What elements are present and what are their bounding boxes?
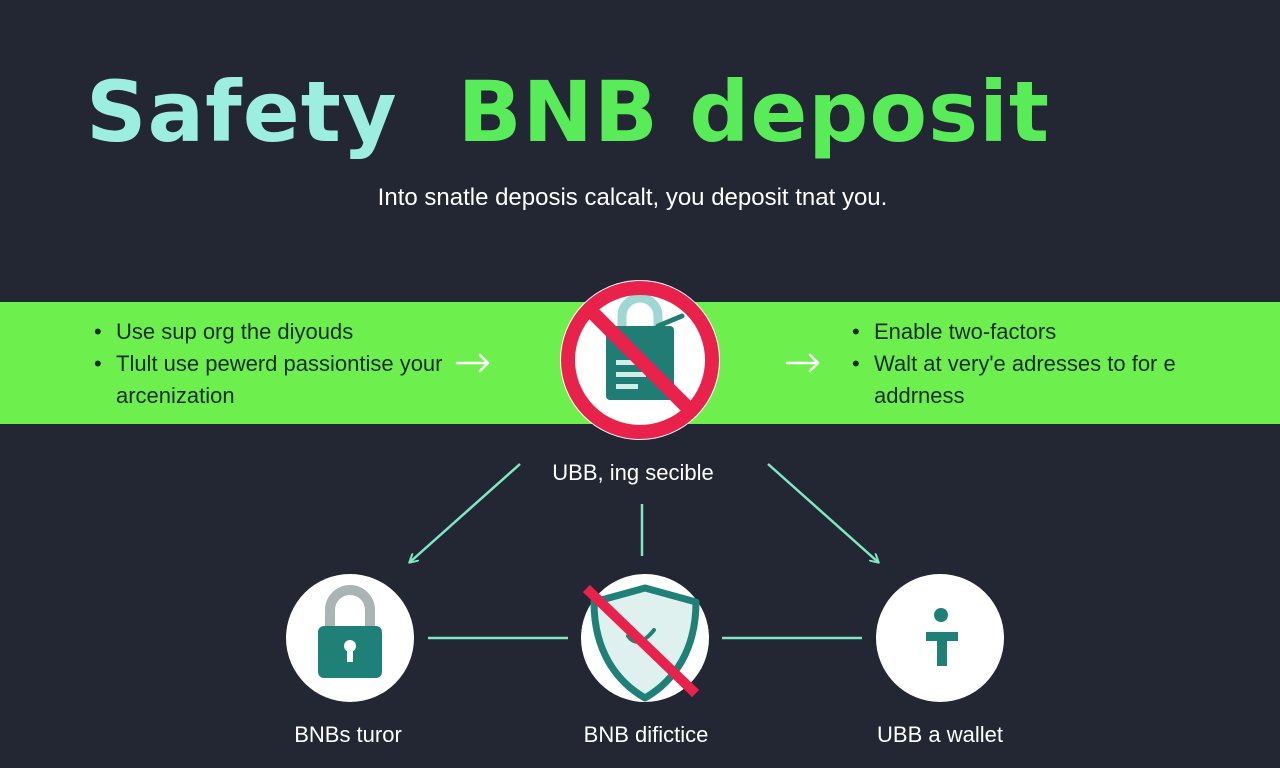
center-label: UBB, ing secible — [552, 460, 714, 485]
right-tip-item: Walt at very'e adresses to for e addrnes… — [850, 348, 1250, 412]
title-word-safety: Safety — [86, 63, 398, 161]
prohibited-lock-card-icon — [560, 280, 720, 440]
left-tip-item: Tlult use pewerd passiontise your arceni… — [92, 348, 512, 412]
right-tips-list: Enable two-factors Walt at very'e adress… — [850, 316, 1250, 412]
left-tips-list: Use sup org the diyouds Tlult use pewerd… — [92, 316, 512, 412]
arrow-right-icon — [785, 353, 820, 373]
connector-left-arrow — [410, 463, 521, 562]
arrow-right-icon — [455, 353, 490, 373]
node-label-bnb-difictice: BNB difictice — [583, 722, 709, 747]
subtitle: Into snatle deposis calcalt, you deposit… — [377, 184, 888, 211]
node-label-bnbs-turor: BNBs turor — [294, 722, 402, 747]
page-title: Safety BNB deposit — [86, 62, 1050, 163]
padlock-icon — [286, 574, 414, 702]
prohibited-shield-icon — [581, 574, 709, 702]
connector-right-arrow — [767, 463, 878, 562]
title-word-bnb-deposit: BNB deposit — [457, 63, 1051, 161]
node-label-ubb-a-wallet: UBB a wallet — [877, 722, 1003, 747]
left-tip-item: Use sup org the diyouds — [92, 316, 512, 348]
person-icon — [876, 574, 1004, 702]
right-tip-item: Enable two-factors — [850, 316, 1250, 348]
